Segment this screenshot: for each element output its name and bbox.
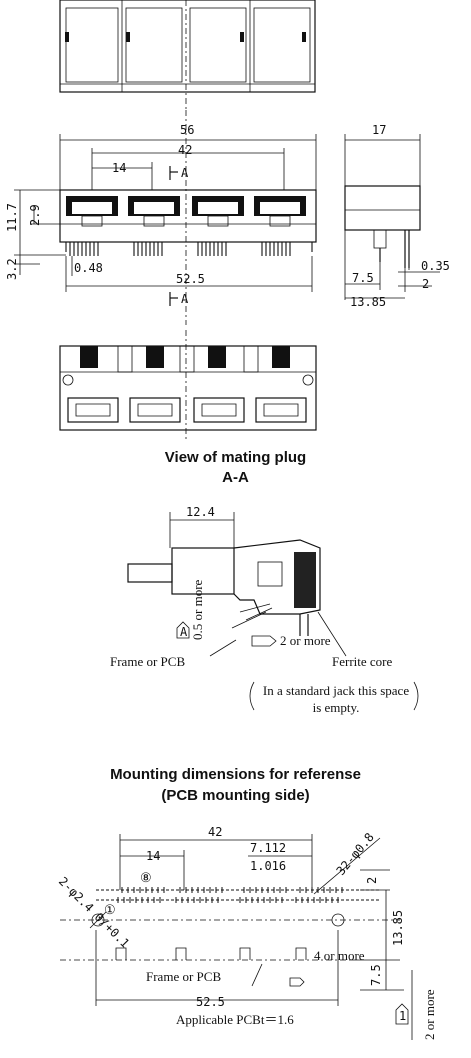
pin-rows bbox=[65, 242, 313, 256]
standard-jack-note: In a standard jack this space is empty. bbox=[262, 683, 410, 715]
dim-56: 56 bbox=[180, 123, 194, 137]
mounting-view: 42 14 7.112 1.016 32-φ0.8 2-φ2.4 0/+0.1 … bbox=[56, 825, 437, 1040]
dim-2-9: 2.9 bbox=[28, 204, 42, 226]
side-view: 17 7.5 0.35 2 13.85 bbox=[344, 123, 450, 309]
applicable-pcb-label: Applicable PCBt＝1.6 bbox=[176, 1012, 294, 1027]
mount-dim-2: 2 bbox=[365, 877, 379, 884]
dim-7-5: 7.5 bbox=[352, 271, 374, 285]
section-mark-a-bottom: A bbox=[181, 292, 189, 306]
ferrite-core-label: Ferrite core bbox=[332, 654, 393, 669]
section-mark-a-top: A bbox=[181, 166, 189, 180]
front-view: 56 42 14 A bbox=[5, 110, 317, 325]
section-aa-title: A-A bbox=[222, 469, 249, 486]
mating-plug-title: View of mating plug bbox=[164, 449, 307, 466]
mount-side-note: 2 or more bbox=[422, 989, 437, 1040]
dim-11-7: 11.7 bbox=[5, 203, 19, 232]
mounting-subtitle: (PCB mounting side) bbox=[161, 787, 310, 804]
mount-dim-7-5: 7.5 bbox=[369, 964, 383, 986]
section-view: 12.4 0.5 or more A Frame or PCB 2 or mor… bbox=[110, 505, 419, 711]
dim-13-85: 13.85 bbox=[350, 295, 386, 309]
mount-dim-42: 42 bbox=[208, 825, 222, 839]
dim-12-4: 12.4 bbox=[186, 505, 215, 519]
dim-52-5: 52.5 bbox=[176, 272, 205, 286]
datum-mark-section: A bbox=[180, 625, 188, 639]
mount-dim-52-5: 52.5 bbox=[196, 995, 225, 1009]
holes-large-label: 2-φ2.4 0/+0.1 bbox=[56, 874, 132, 950]
pin-8-marker: ⑧ bbox=[140, 870, 152, 885]
mount-dim-4-or-more: 4 or more bbox=[314, 948, 365, 963]
gap-0-5-label: 0.5 or more bbox=[190, 579, 205, 640]
mount-dim-7-112: 7.112 bbox=[250, 841, 286, 855]
top-view bbox=[59, 0, 316, 110]
dim-14: 14 bbox=[112, 161, 126, 175]
port-openings bbox=[66, 196, 306, 227]
mount-dim-14: 14 bbox=[146, 849, 160, 863]
bottom-view bbox=[59, 330, 317, 440]
dim-0-35: 0.35 bbox=[421, 259, 450, 273]
mount-dim-13-85: 13.85 bbox=[391, 910, 405, 946]
dim-17: 17 bbox=[372, 123, 386, 137]
mounting-title: Mounting dimensions for referense bbox=[110, 766, 361, 783]
mount-frame-label: Frame or PCB bbox=[146, 969, 221, 984]
pin-1-marker: ① bbox=[104, 902, 116, 917]
holes-small-label: 32-φ0.8 bbox=[334, 830, 377, 878]
dim-42: 42 bbox=[178, 143, 192, 157]
dim-3-2: 3.2 bbox=[5, 258, 19, 280]
gap-2-label: 2 or more bbox=[280, 633, 331, 648]
frame-or-pcb-label: Frame or PCB bbox=[110, 654, 185, 669]
pin-holes bbox=[96, 887, 380, 903]
mount-dim-1-016: 1.016 bbox=[250, 859, 286, 873]
dim-0-48: 0.48 bbox=[74, 261, 103, 275]
dim-2: 2 bbox=[422, 277, 429, 291]
mount-datum-mark: 1 bbox=[399, 1009, 406, 1023]
